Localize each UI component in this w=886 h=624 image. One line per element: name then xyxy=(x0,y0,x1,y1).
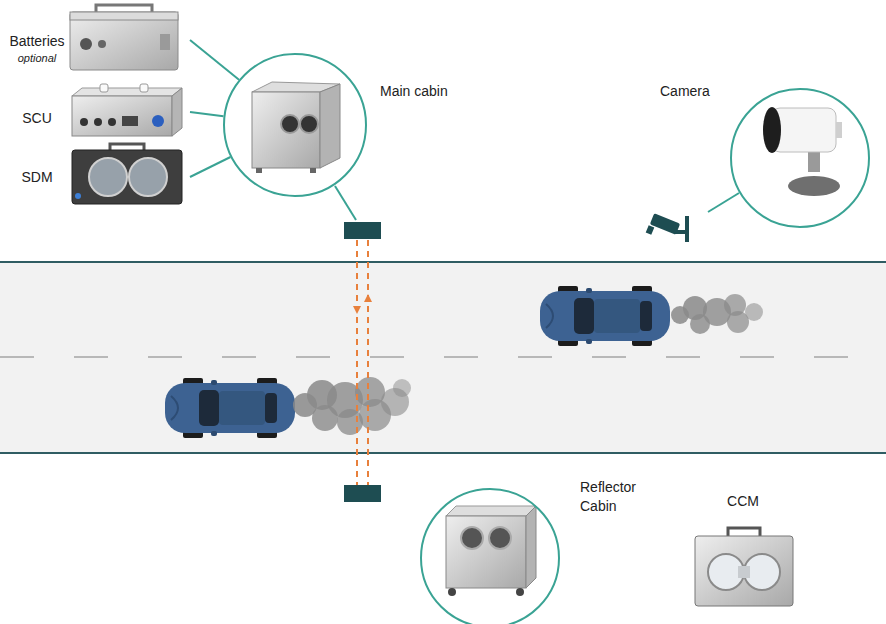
label-group: SDM xyxy=(6,168,68,187)
part-name: Main cabin xyxy=(380,82,448,101)
part-name: Reflector Cabin xyxy=(580,478,654,516)
callout-circle: Reflector Cabin xyxy=(420,488,560,624)
ccm-unit xyxy=(695,528,793,606)
connector-line xyxy=(190,40,239,80)
leader-line xyxy=(335,186,739,220)
emitter-box xyxy=(344,222,381,239)
callout-circle: Camera xyxy=(730,88,870,228)
part-name: Camera xyxy=(660,82,710,101)
component-label-box: SDM xyxy=(4,148,190,206)
component-label-box: Batteriesoptional xyxy=(4,8,190,72)
camera-device xyxy=(763,107,842,196)
label-group: SCU xyxy=(6,109,68,128)
label-group: Batteriesoptional xyxy=(6,32,68,65)
component-label-box: SCU xyxy=(4,86,190,138)
label-group: CCM xyxy=(690,492,796,511)
car xyxy=(165,286,670,438)
reflector-cabin-box xyxy=(446,506,536,596)
road xyxy=(0,262,886,453)
part-name: Batteries xyxy=(6,32,68,51)
battery-box xyxy=(70,5,178,70)
camera-icon xyxy=(646,213,689,242)
sdm-unit xyxy=(72,144,182,204)
exhaust-smoke xyxy=(293,294,763,435)
part-name: SDM xyxy=(6,168,68,187)
reflector-box xyxy=(344,485,381,502)
part-name: CCM xyxy=(690,492,796,511)
component-label-box: CCM xyxy=(690,490,796,610)
main-cabin-box xyxy=(252,82,340,173)
callout-circle: Main cabin xyxy=(223,53,367,197)
part-name: SCU xyxy=(6,109,68,128)
label-group: Main cabin xyxy=(380,82,448,101)
connector-line xyxy=(190,112,224,116)
scu-unit xyxy=(72,84,182,136)
label-group: Camera xyxy=(660,82,710,101)
connector-line xyxy=(190,157,231,177)
laser-beam xyxy=(353,240,372,485)
part-note: optional xyxy=(6,51,68,65)
label-group: Reflector Cabin xyxy=(580,478,654,516)
